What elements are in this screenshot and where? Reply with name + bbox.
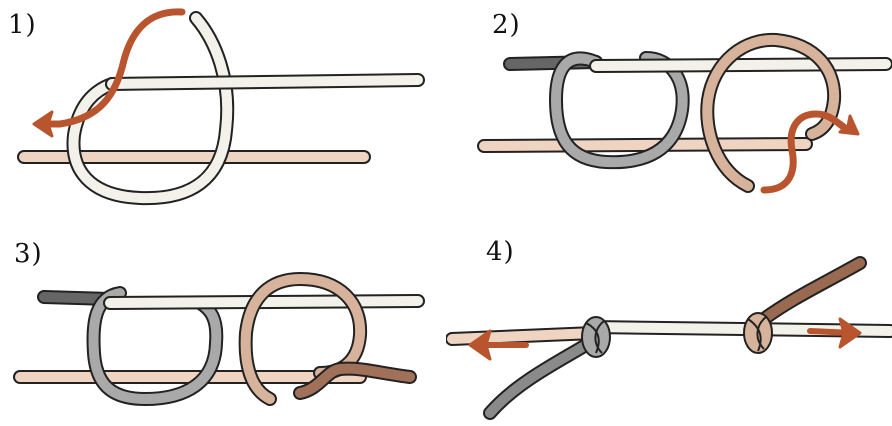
brown-rope xyxy=(764,114,848,190)
white-rope xyxy=(596,64,886,66)
pink-rope xyxy=(452,333,594,339)
step-2-illustration xyxy=(446,0,892,213)
left-arrow-icon xyxy=(34,112,52,136)
brown-rope xyxy=(40,12,182,124)
step-1-panel: 1) xyxy=(0,0,446,213)
step-4-panel: 4) xyxy=(446,213,892,426)
gray-knot xyxy=(582,317,610,357)
pink-rope xyxy=(484,144,806,146)
step-3-illustration xyxy=(0,213,446,426)
step-3-panel: 3) xyxy=(0,213,446,426)
step-2-panel: 2) xyxy=(446,0,892,213)
gray-rope xyxy=(490,345,586,413)
step-1-illustration xyxy=(0,0,446,213)
white-rope xyxy=(112,80,418,84)
brown-rope xyxy=(764,263,860,319)
tan-knot xyxy=(744,313,772,353)
step-4-illustration xyxy=(446,213,892,426)
